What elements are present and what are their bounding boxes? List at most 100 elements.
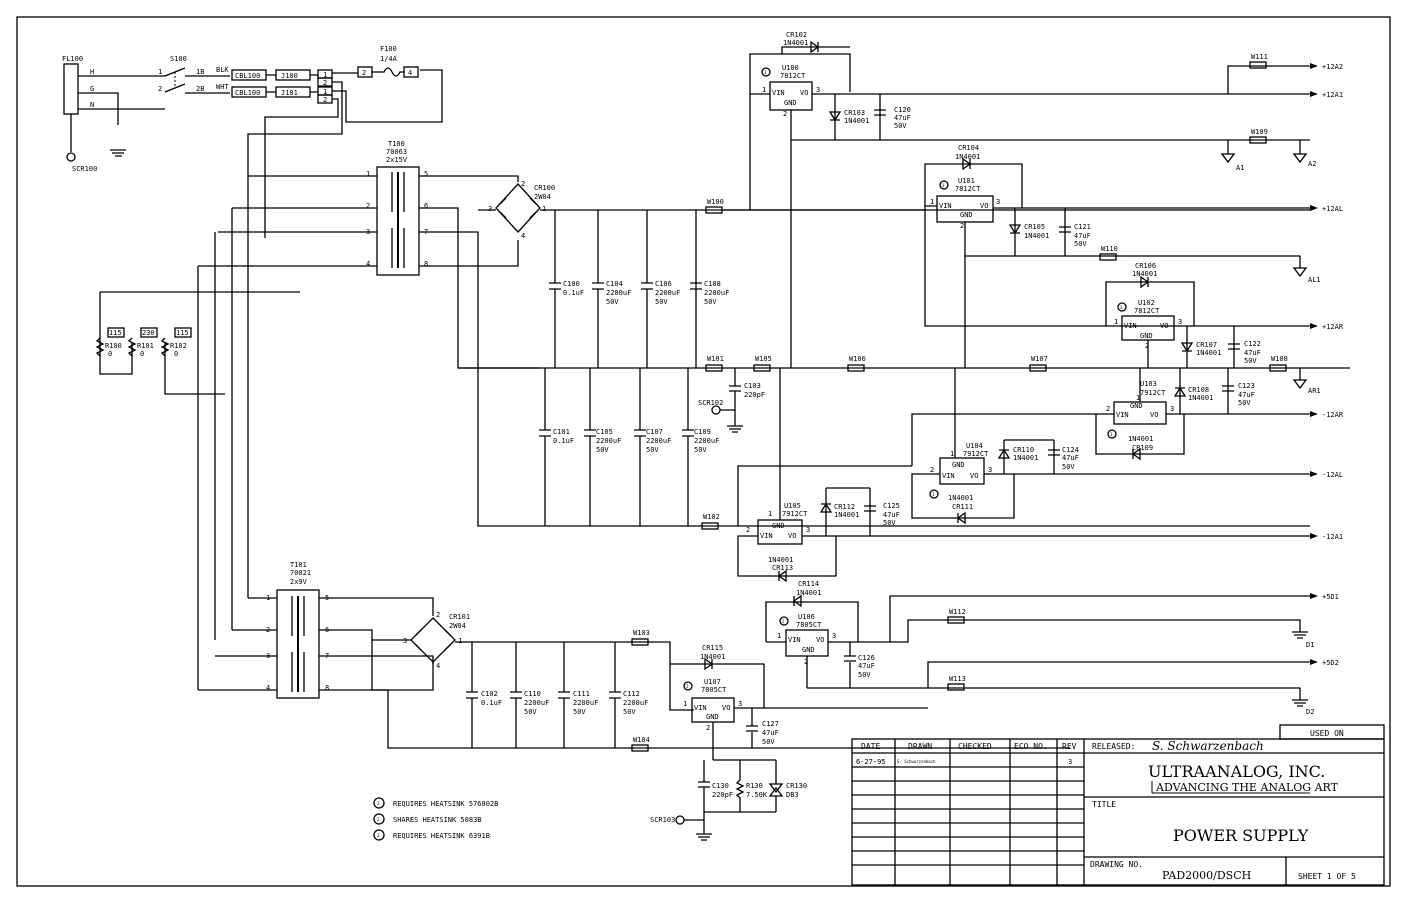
cr130-part: DB3 (786, 791, 799, 799)
rail-m12ar: -12AR (1322, 411, 1344, 419)
regulator-u103: GND VIN VO U103 7912CT 3 2 3 1 1N4001 CR… (911, 368, 1310, 466)
w109-label: W109 (1251, 128, 1268, 136)
u105-vin: VIN (760, 532, 773, 540)
u104-part: 7912CT (963, 450, 989, 458)
u101-gnd: GND (960, 211, 973, 219)
cr101-pin4: 4 (436, 662, 440, 670)
c108-voltage: 50V (704, 298, 717, 306)
s100-pin2: 2 (158, 85, 162, 93)
u103-label: U103 (1140, 380, 1157, 388)
hdr-checked: CHECKED (958, 742, 992, 751)
u101-pin2: 2 (960, 222, 964, 230)
u107-pin3: 3 (738, 700, 742, 708)
t101-pin8: 8 (325, 684, 329, 692)
heatsink-note-icon (779, 616, 789, 626)
c112-value: 2200uF (623, 699, 648, 707)
title-block: USED ON DATE DRAWN CHECKED ECO NO. REV 6… (851, 724, 1385, 886)
c101-value: 0.1uF (553, 437, 574, 445)
r100-box: 115 (109, 329, 122, 337)
c127-value: 47uF (762, 729, 779, 737)
u105-pin3: 3 (806, 526, 810, 534)
cr101-pin2: 2 (436, 611, 440, 619)
connectors: CBL100 J100 CBL100 J101 1 2 1 2 (231, 69, 443, 238)
u102-pin1: 1 (1114, 318, 1118, 326)
gnd-d2: D2 (1306, 708, 1314, 716)
gnd-a2: A2 (1308, 160, 1316, 168)
c123-label: C123 (1238, 382, 1255, 390)
c124-value: 47uF (1062, 454, 1079, 462)
u102-hs: 3 (1120, 305, 1123, 310)
caps-low: C102 0.1uF C110 2200uF 50V C111 2200uF 5… (466, 642, 648, 748)
c127-voltage: 50V (762, 738, 775, 746)
u105-label: U105 (784, 502, 801, 510)
regulator-u107: VIN VO GND U107 7805CT 2 1 3 2 CR115 1N4… (670, 644, 928, 760)
cr102-diode-icon (810, 40, 820, 54)
drawing-no: PAD2000/DSCH (1162, 869, 1251, 882)
c102-label: C102 (481, 690, 498, 698)
fuse-f100: F100 1/4A 2 4 (357, 45, 419, 78)
cr105-diode-icon (1008, 224, 1022, 235)
c107-voltage: 50V (646, 446, 659, 454)
u100-pin3: 3 (816, 86, 820, 94)
j100-label: J100 (281, 72, 298, 80)
date-value: 6-27-95 (856, 758, 886, 766)
c109-label: C109 (694, 428, 711, 436)
u103-vo: VO (1150, 411, 1158, 419)
r100: 115 R100 0 (95, 327, 125, 358)
u106-gnd: GND (802, 646, 815, 654)
u104-pin1: 1 (950, 450, 954, 458)
u100-pin1: 1 (762, 86, 766, 94)
rail-p12al: +12AL (1322, 205, 1343, 213)
caps-top: C100 0.1uF C104 2200uF 50V C106 2200uF 5… (549, 210, 729, 368)
cr112-label: CR112 (834, 503, 855, 511)
drawn-value: S. Schwarzenbach (897, 759, 936, 764)
heatsink-note-icon (1107, 429, 1117, 439)
u103-part: 7912CT (1140, 389, 1166, 397)
cr101-label: CR101 (449, 613, 470, 621)
drawing-no-label: DRAWING NO. (1090, 860, 1143, 869)
company-slogan: ADVANCING THE ANALOG ART (1155, 781, 1339, 794)
heatsink-note-icon (683, 681, 693, 691)
cr109-part: 1N4001 (1128, 435, 1153, 443)
rail-m12al: -12AL (1322, 471, 1343, 479)
u102-label: U102 (1138, 299, 1155, 307)
u102-pin3: 3 (1178, 318, 1182, 326)
c126-value: 47uF (858, 662, 875, 670)
w101-label: W101 (707, 355, 724, 363)
u104-gnd: GND (952, 461, 965, 469)
j101-pin1: 1 (323, 88, 327, 96)
fl100-pin-g: G (90, 85, 94, 93)
u106-pin2: 2 (804, 658, 808, 666)
w103-label: W103 (633, 629, 650, 637)
heatsink-note-icon (761, 67, 771, 77)
u103-vin: VIN (1116, 411, 1129, 419)
j101-label: J101 (281, 89, 298, 97)
cr101-part: 2W04 (449, 622, 466, 630)
transformer-t100: T100 70063 2x15V 1 2 3 4 5 6 7 8 (198, 140, 700, 527)
used-on-label: USED ON (1310, 729, 1344, 738)
t101-part: 70021 (290, 569, 311, 577)
t100-label: T100 (388, 140, 405, 148)
hdr-rev: REV (1062, 742, 1077, 751)
t100-pin8: 8 (424, 260, 428, 268)
cr100-label: CR100 (534, 184, 555, 192)
r100-label: R100 (105, 342, 122, 350)
c106-voltage: 50V (655, 298, 668, 306)
rev-value: 3 (1068, 758, 1072, 766)
cr110-label: CR110 (1013, 446, 1034, 454)
regulator-u100: VIN VO GND U100 7812CT 3 1 3 2 CR102 1N4… (750, 31, 1310, 368)
u100-vo: VO (800, 89, 808, 97)
u107-vo: VO (722, 704, 730, 712)
c109-value: 2200uF (694, 437, 719, 445)
t100-pin4: 4 (366, 260, 370, 268)
u100-vin: VIN (772, 89, 785, 97)
caps-bottom: C101 0.1uF C105 2200uF 50V C107 2200uF 5… (539, 368, 719, 526)
u102-vin: VIN (1124, 322, 1137, 330)
cr130-label: CR130 (786, 782, 807, 790)
fl100-pin-n: N (90, 101, 94, 109)
heatsink-note-icon (939, 180, 949, 190)
f100-value: 1/4A (380, 55, 398, 63)
w113-label: W113 (949, 675, 966, 683)
rail-p12a1: +12A1 (1322, 91, 1343, 99)
